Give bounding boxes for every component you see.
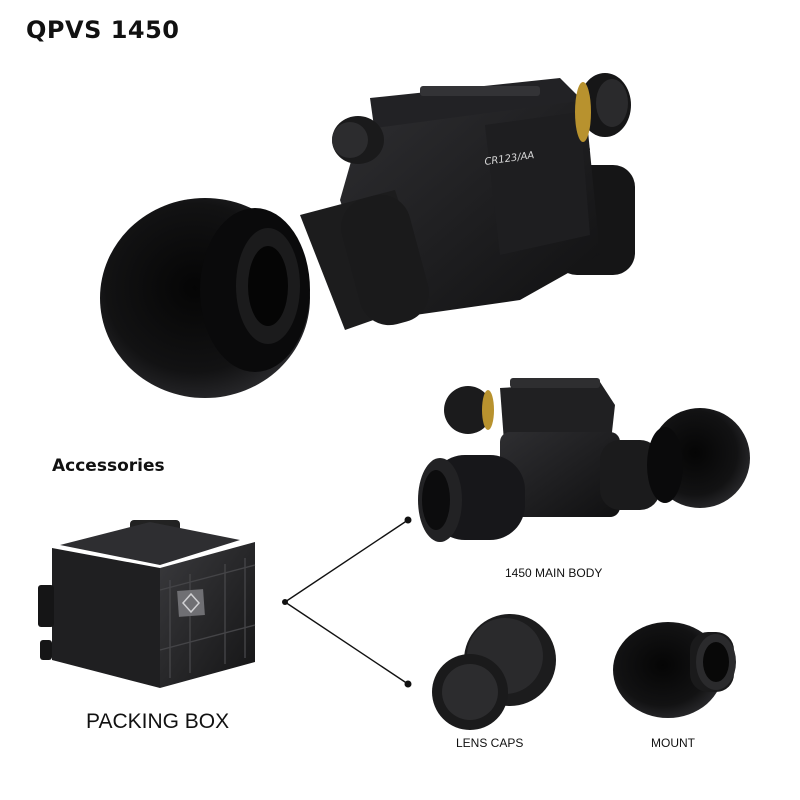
page-title: QPVS 1450 — [26, 16, 180, 44]
mount-label: MOUNT — [651, 736, 695, 750]
lens-caps-label: LENS CAPS — [456, 736, 524, 750]
mount-image — [613, 622, 736, 718]
main-body-label: 1450 MAIN BODY — [505, 566, 603, 580]
connector-lines — [282, 516, 412, 688]
lens-caps-image — [432, 614, 556, 730]
packing-box-image — [38, 520, 256, 688]
accessories-heading: Accessories — [52, 456, 165, 476]
packing-box-label: PACKING BOX — [86, 710, 230, 733]
main-body-image — [418, 378, 750, 542]
main-device-large: CR123/AA — [100, 73, 635, 398]
